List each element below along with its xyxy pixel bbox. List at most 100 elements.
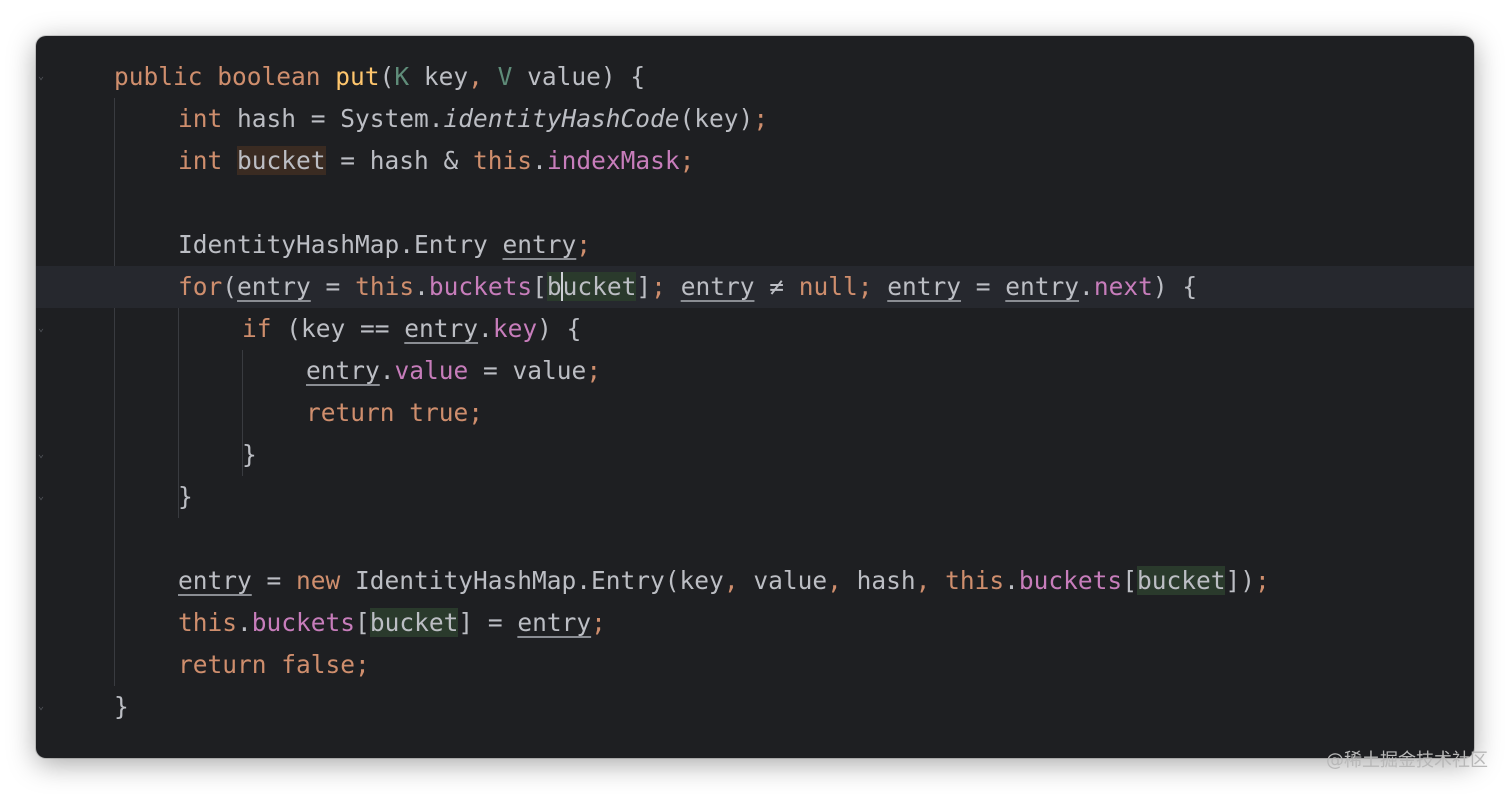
code-token: put <box>335 62 380 91</box>
code-token: key <box>409 62 469 91</box>
code-line[interactable]: return true; <box>36 392 1474 434</box>
code-token: bucket <box>369 608 459 637</box>
code-line[interactable]: public boolean put(K key, V value) { <box>36 56 1474 98</box>
code-token: , <box>915 566 946 595</box>
code-token: ; <box>1254 566 1270 595</box>
code-token: this <box>473 146 533 175</box>
code-token: hash <box>856 566 916 595</box>
code-token: entry <box>1005 272 1080 301</box>
code-line-text: return true; <box>306 392 483 434</box>
code-line[interactable]: int hash = System.identityHashCode(key); <box>36 98 1474 140</box>
code-token: null <box>798 272 858 301</box>
code-line-text: for(entry = this.buckets[bucket]; entry … <box>178 266 1197 308</box>
code-token: ; <box>753 104 769 133</box>
code-token: ( <box>379 62 395 91</box>
code-token: ]) <box>1225 566 1255 595</box>
code-token: entry <box>306 356 380 385</box>
code-token: indexMask <box>546 146 680 175</box>
code-token: bucket <box>1136 566 1226 595</box>
code-token: = value <box>468 356 587 385</box>
code-token: ; <box>576 230 592 259</box>
code-line-text: return false; <box>178 644 370 686</box>
code-line[interactable]: } <box>36 434 1474 476</box>
code-line[interactable] <box>36 518 1474 560</box>
code-token: new <box>296 566 356 595</box>
code-token: . <box>237 608 252 637</box>
code-line[interactable]: IdentityHashMap.Entry entry; <box>36 224 1474 266</box>
code-token: entry <box>404 314 479 343</box>
code-line-text: IdentityHashMap.Entry entry; <box>178 224 591 266</box>
code-token: ; <box>591 608 606 637</box>
code-token: [ <box>1122 566 1137 595</box>
watermark: @稀土掘金技术社区 <box>1326 750 1488 771</box>
code-token: ) { <box>537 314 582 343</box>
code-token: } <box>178 482 193 511</box>
indent-guide <box>178 308 179 518</box>
code-line-text: int bucket = hash & this.indexMask; <box>178 140 694 182</box>
code-token: boolean <box>217 62 336 91</box>
code-token: . <box>379 356 395 385</box>
code-line[interactable]: entry = new IdentityHashMap.Entry(key, v… <box>36 560 1474 602</box>
code-token: ) { <box>1152 272 1198 301</box>
code-token: ] <box>636 272 652 301</box>
code-line[interactable]: } <box>36 476 1474 518</box>
code-token: return <box>306 398 410 427</box>
code-line[interactable]: for(entry = this.buckets[bucket]; entry … <box>36 266 1474 308</box>
code-token: buckets <box>251 608 356 637</box>
indent-guide <box>114 98 115 686</box>
code-line-text: } <box>178 476 193 518</box>
code-line-text: public boolean put(K key, V value) { <box>114 56 645 98</box>
code-token: identityHashCode <box>443 104 680 133</box>
code-line[interactable]: int bucket = hash & this.indexMask; <box>36 140 1474 182</box>
code-editor[interactable]: ⌄⌄⌄⌄⌄⌄ public boolean put(K key, V value… <box>36 36 1474 758</box>
code-token: K <box>394 62 410 91</box>
code-line-text: this.buckets[bucket] = entry; <box>178 602 606 644</box>
code-token: ; <box>679 146 695 175</box>
code-token: int <box>178 104 238 133</box>
code-token: } <box>114 692 129 721</box>
code-line[interactable]: this.buckets[bucket] = entry; <box>36 602 1474 644</box>
fold-marker-icon[interactable]: ⌄ <box>38 71 45 82</box>
code-token: . <box>532 146 547 175</box>
code-token: bucket <box>237 146 326 175</box>
fold-marker-icon[interactable]: ⌄ <box>38 491 45 502</box>
code-token: buckets <box>428 272 533 301</box>
fold-marker-icon[interactable]: ⌄ <box>38 449 45 460</box>
code-line[interactable]: if (key == entry.key) { <box>36 308 1474 350</box>
code-token: ucket <box>560 272 637 301</box>
code-token: [ <box>355 608 370 637</box>
code-line[interactable] <box>36 182 1474 224</box>
code-line[interactable]: } <box>36 686 1474 728</box>
code-token: IdentityHashMap.Entry(key <box>355 566 724 595</box>
code-token: = <box>961 272 1006 301</box>
code-token: = hash & <box>325 146 474 175</box>
code-token: , <box>468 62 498 91</box>
code-token: (key) <box>679 104 754 133</box>
code-token: entry <box>237 272 311 301</box>
code-token: ; <box>468 398 484 427</box>
code-token: (key == <box>286 314 405 343</box>
code-token: ( <box>222 272 238 301</box>
code-token: . <box>1079 272 1094 301</box>
code-token: hash = System. <box>237 104 444 133</box>
code-token: entry <box>517 608 592 637</box>
code-token: entry <box>680 272 755 301</box>
code-line[interactable]: return false; <box>36 644 1474 686</box>
code-line[interactable]: entry.value = value; <box>36 350 1474 392</box>
code-token: IdentityHashMap.Entry <box>178 230 503 259</box>
code-token: . <box>478 314 493 343</box>
code-token: b <box>546 272 562 301</box>
code-line-text: } <box>114 686 129 728</box>
code-token: ≠ <box>754 272 799 301</box>
code-token: buckets <box>1018 566 1123 595</box>
code-token: return <box>178 650 282 679</box>
code-line-text: entry = new IdentityHashMap.Entry(key, v… <box>178 560 1270 602</box>
code-token: ; <box>651 272 681 301</box>
code-token: public <box>114 62 218 91</box>
fold-marker-icon[interactable]: ⌄ <box>38 701 45 712</box>
code-token: = <box>310 272 356 301</box>
code-token: this <box>178 608 238 637</box>
code-token: ] = <box>458 608 518 637</box>
fold-marker-icon[interactable]: ⌄ <box>38 323 45 334</box>
code-token: V <box>497 62 513 91</box>
